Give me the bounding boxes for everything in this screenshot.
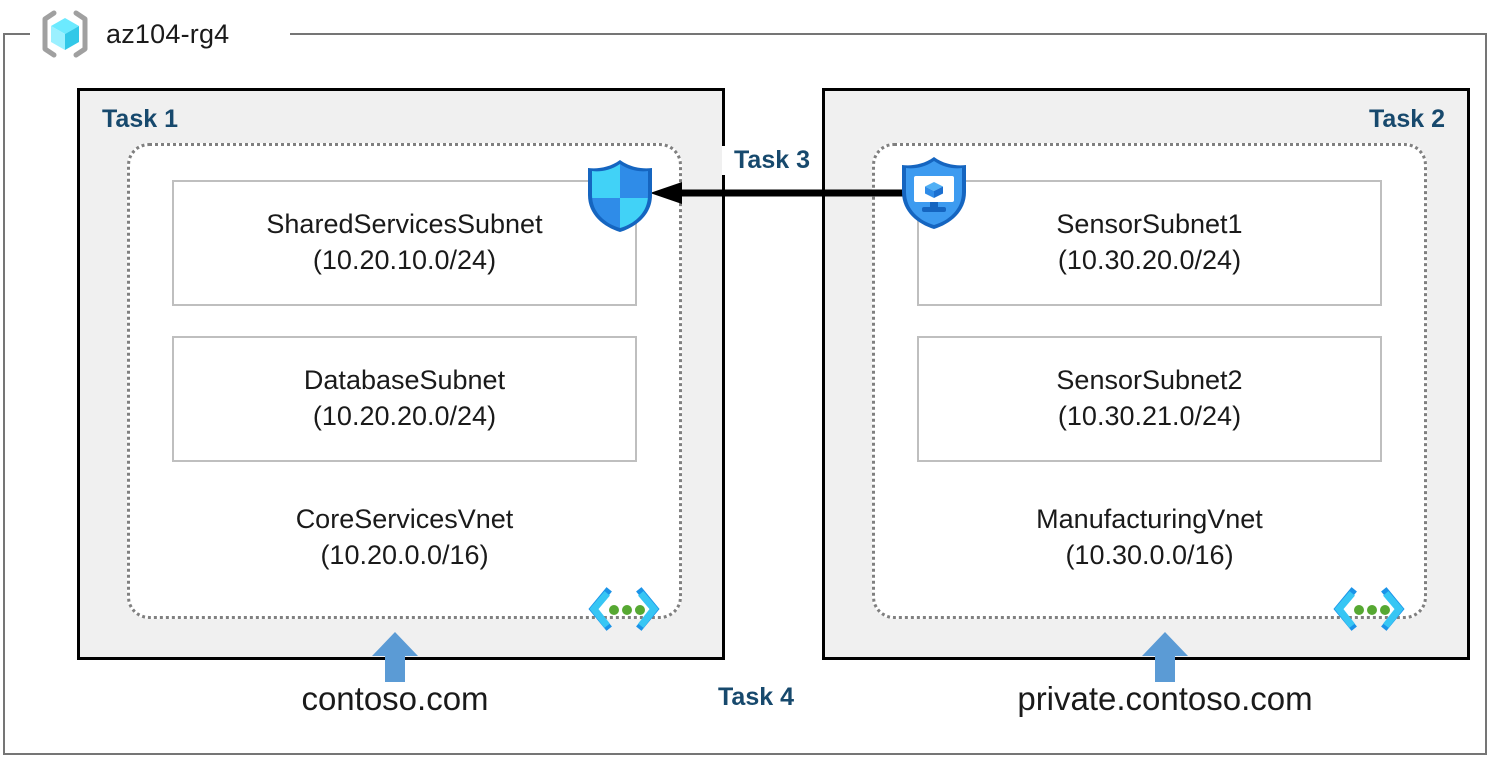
resource-group-title: az104-rg4: [38, 8, 229, 60]
task-label-1: Task 1: [102, 105, 178, 133]
vnet-caption: CoreServicesVnet (10.20.0.0/16): [130, 502, 679, 573]
virtual-network-icon: [587, 584, 661, 634]
azure-resource-group-cube-icon: [38, 9, 92, 59]
shield-icon: [583, 157, 657, 235]
task-label-3: Task 3: [722, 146, 822, 175]
subnet-name: DatabaseSubnet: [303, 365, 506, 396]
resource-group-frame: [3, 33, 1487, 755]
subnet-cidr: (10.30.20.0/24): [1057, 245, 1242, 275]
task-label-2: Task 2: [1369, 105, 1445, 133]
dns-zone-name: contoso.com: [301, 680, 489, 717]
vnet-cidr: (10.20.0.0/16): [320, 539, 489, 570]
peering-arrow: [650, 182, 904, 204]
vnet-name: ManufacturingVnet: [1036, 504, 1263, 534]
virtual-network-icon: [1332, 584, 1406, 634]
vnet-name: CoreServicesVnet: [295, 504, 514, 534]
subnet-box-sensor2: SensorSubnet2 (10.30.21.0/24): [917, 336, 1382, 462]
subnet-cidr: (10.20.20.0/24): [312, 401, 497, 431]
vnet-box-manufacturing: SensorSubnet1 (10.30.20.0/24) SensorSubn…: [872, 143, 1427, 631]
shield-monitor-icon: [897, 154, 971, 232]
subnet-cidr: (10.30.21.0/24): [1057, 401, 1242, 431]
task-label-4: Task 4: [718, 683, 794, 711]
dns-zone-name: private.contoso.com: [1017, 680, 1313, 717]
subnet-box-sharedservices: SharedServicesSubnet (10.20.10.0/24): [172, 180, 637, 306]
subnet-box-database: DatabaseSubnet (10.20.20.0/24): [172, 336, 637, 462]
resource-group-name: az104-rg4: [106, 18, 230, 49]
subnet-name: SensorSubnet2: [1056, 365, 1243, 396]
subnet-name: SensorSubnet1: [1056, 209, 1243, 240]
vnet-cidr: (10.30.0.0/16): [1065, 539, 1234, 570]
vnet-caption: ManufacturingVnet (10.30.0.0/16): [875, 502, 1424, 573]
subnet-name: SharedServicesSubnet: [266, 209, 543, 240]
subnet-box-sensor1: SensorSubnet1 (10.30.20.0/24): [917, 180, 1382, 306]
task-panel-right: Task 2 SensorSubnet1 (10.30.20.0/24) Sen…: [822, 88, 1470, 660]
subnet-cidr: (10.20.10.0/24): [312, 245, 497, 275]
vnet-box-coreservices: SharedServicesSubnet (10.20.10.0/24) Dat…: [127, 143, 682, 631]
task-panel-left: Task 1 SharedServicesSubnet (10.20.10.0/…: [77, 88, 725, 660]
up-arrow-icon: [372, 632, 418, 682]
up-arrow-icon: [1142, 632, 1188, 682]
